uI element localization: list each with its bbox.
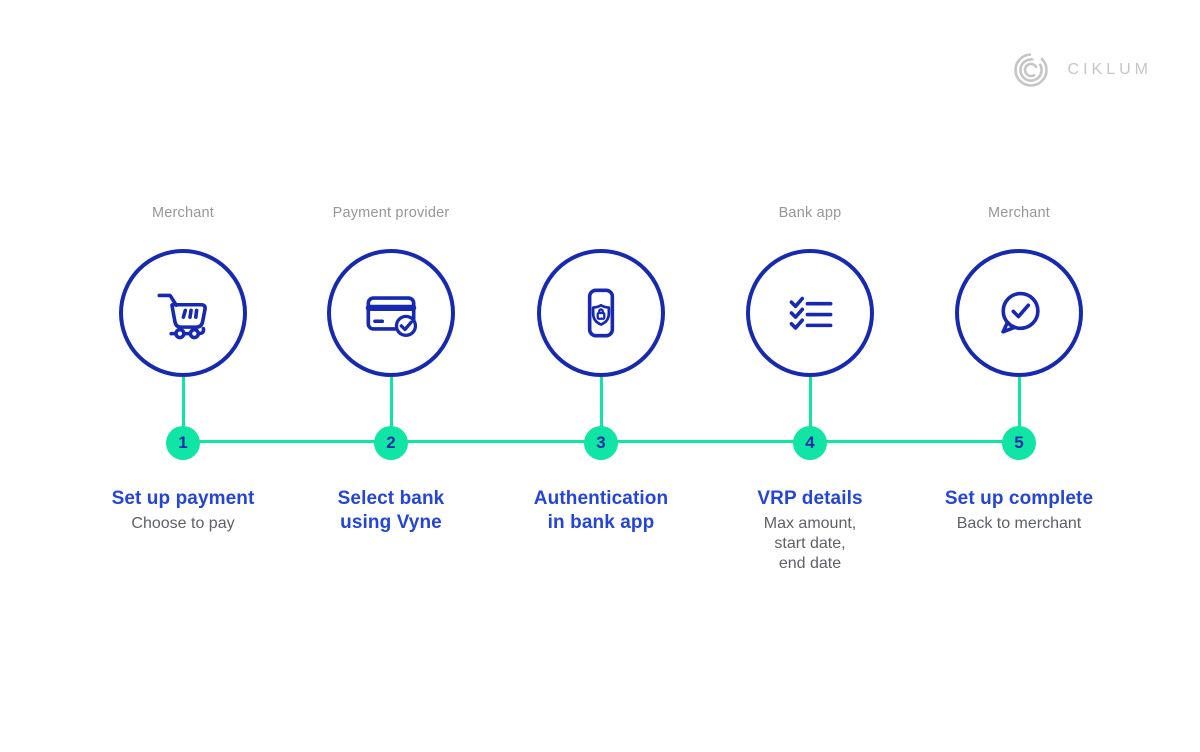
step-1-icon-circle <box>119 249 247 377</box>
step-5-connector <box>1017 377 1021 442</box>
step-2-icon-circle <box>327 249 455 377</box>
step-3-connector <box>599 377 603 442</box>
step-2-title: Select bank <box>337 488 445 509</box>
ciklum-logo: CIKLUM <box>1011 46 1152 94</box>
ciklum-arcs-icon <box>1011 46 1055 94</box>
step-5-title: Set up complete <box>944 488 1094 509</box>
step-4-connector <box>808 377 812 442</box>
card-check-icon <box>358 280 424 346</box>
step-4-column: Bank app 4 VRP details <box>700 200 920 600</box>
step-3-column: 3 Authentication in bank app <box>491 200 711 600</box>
step-5-role-label: Merchant <box>987 205 1051 221</box>
step-2-connector <box>389 377 393 442</box>
step-1-connector <box>181 377 185 442</box>
step-4-icon-circle <box>746 249 874 377</box>
step-1-number-badge: 1 <box>166 426 200 460</box>
step-5-icon-circle <box>955 249 1083 377</box>
step-1-column: Merchant 1 S <box>73 200 293 600</box>
step-1-role-label: Merchant <box>151 205 215 221</box>
step-4-subtitle-line2: start date, <box>774 535 846 552</box>
step-5-texts: Set up complete Back to merchant <box>909 487 1129 534</box>
step-3-title-line2: in bank app <box>547 512 655 533</box>
step-1-subtitle: Choose to pay <box>131 515 235 532</box>
step-5-number-badge: 5 <box>1002 426 1036 460</box>
step-4-role-label: Bank app <box>778 205 842 221</box>
step-3-number-badge: 3 <box>584 426 618 460</box>
step-2-number-badge: 2 <box>374 426 408 460</box>
step-3-title: Authentication <box>533 488 669 509</box>
speech-check-icon <box>986 280 1052 346</box>
step-2-role-label: Payment provider <box>332 205 450 221</box>
step-4-texts: VRP details Max amount, start date, end … <box>700 487 920 574</box>
step-1-texts: Set up payment Choose to pay <box>73 487 293 534</box>
step-3-texts: Authentication in bank app <box>491 487 711 535</box>
step-2-title-line2: using Vyne <box>340 512 442 533</box>
ciklum-logo-text: CIKLUM <box>1067 61 1152 78</box>
checklist-icon <box>777 280 843 346</box>
step-2-texts: Select bank using Vyne <box>281 487 501 535</box>
step-4-number-badge: 4 <box>793 426 827 460</box>
step-3-icon-circle <box>537 249 665 377</box>
step-1-title: Set up payment <box>111 488 255 509</box>
step-4-title: VRP details <box>757 488 863 509</box>
cart-icon <box>150 280 216 346</box>
step-4-subtitle-line3: end date <box>778 555 842 572</box>
step-5-subtitle: Back to merchant <box>956 515 1082 532</box>
step-4-subtitle-line1: Max amount, <box>763 515 857 532</box>
step-2-column: Payment provider 2 Select bank using Vyn… <box>281 200 501 600</box>
phone-shield-icon <box>568 280 634 346</box>
step-5-column: Merchant 5 Set up complete Back to merch… <box>909 200 1129 600</box>
